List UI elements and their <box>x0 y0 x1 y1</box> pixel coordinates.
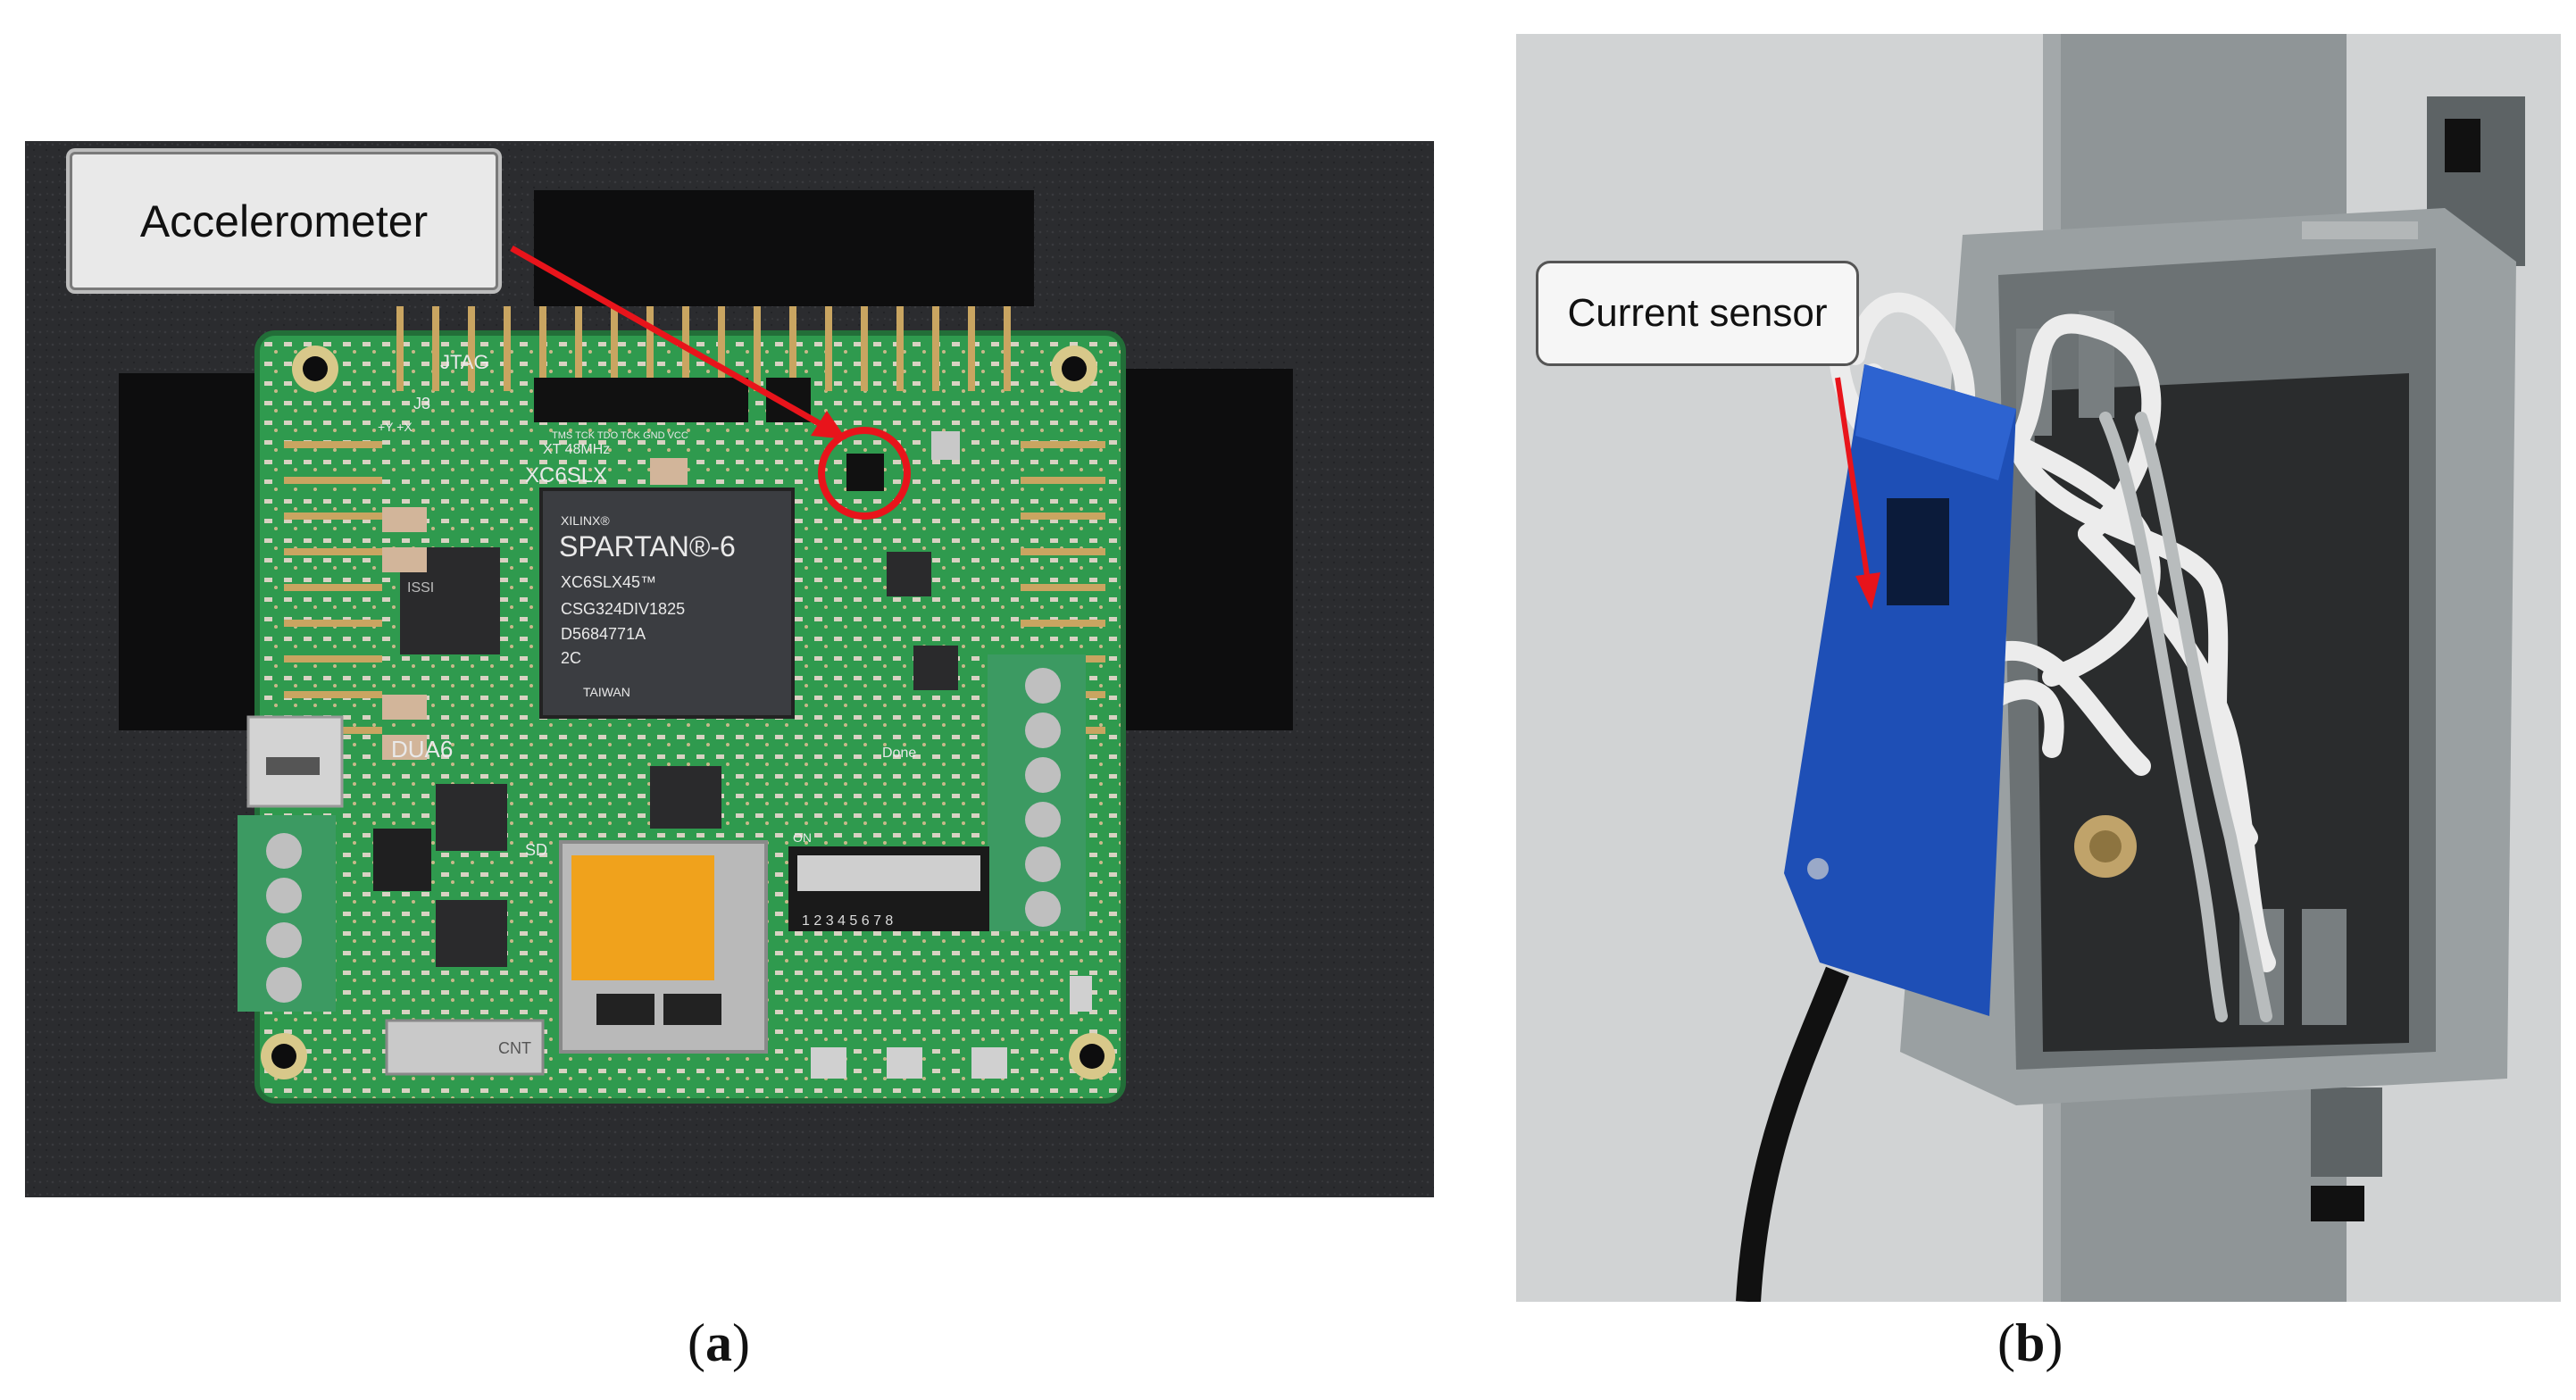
photo-panel-a: XILINX® SPARTAN®-6 XC6SLX45™ CSG324DIV18… <box>25 141 1434 1197</box>
chip-name: SPARTAN®-6 <box>559 530 736 562</box>
chip-line-4: 2C <box>561 649 581 667</box>
current-sensor-callout: Current sensor <box>1536 261 1859 366</box>
accelerometer-arrow <box>510 245 835 435</box>
caption-a-close: ) <box>731 1313 750 1372</box>
caption-a: (a) <box>688 1312 750 1374</box>
label-board: DUA6 <box>391 736 453 762</box>
label-pins: TMS TCK TDO TCK GND VCC <box>552 430 688 441</box>
accelerometer-arrowhead <box>811 411 846 439</box>
label-j3: J3 <box>413 395 430 412</box>
accelerometer-highlight-circle <box>818 427 911 520</box>
current-sensor-clamp <box>1784 364 2016 1016</box>
label-done: Done <box>882 746 916 761</box>
current-sensor-arrowhead <box>1855 572 1880 610</box>
caption-b-letter: b <box>2014 1313 2046 1372</box>
accelerometer-callout: Accelerometer <box>70 152 498 290</box>
label-on: ON <box>793 830 812 845</box>
caption-b-close: ) <box>2045 1313 2063 1372</box>
current-sensor-arrow <box>1835 377 1872 588</box>
chip-line-5: TAIWAN <box>583 685 630 699</box>
chip-brand: XILINX® <box>561 513 610 528</box>
label-xc6slx: XC6SLX <box>525 463 607 488</box>
label-dip-numbers: 1 2 3 4 5 6 7 8 <box>802 913 893 929</box>
label-sd: SD <box>525 841 547 859</box>
label-mem: ISSI <box>407 580 434 596</box>
caption-a-letter: a <box>704 1313 732 1372</box>
photo-panel-b <box>1516 34 2561 1302</box>
label-switch: CNT <box>498 1039 531 1057</box>
chip-line-2: CSG324DIV1825 <box>561 600 685 618</box>
current-sensor-illustration <box>1516 34 2561 1302</box>
chip-line-3: D5684771A <box>561 625 646 643</box>
caption-a-open: ( <box>688 1313 705 1372</box>
label-jtag: JTAG <box>440 351 489 373</box>
fpga-board-illustration: XILINX® SPARTAN®-6 XC6SLX45™ CSG324DIV18… <box>25 141 1434 1197</box>
caption-b-open: ( <box>1997 1313 2015 1372</box>
chip-line-1: XC6SLX45™ <box>561 573 656 591</box>
caption-b: (b) <box>1997 1312 2063 1374</box>
label-axes: +Y +X <box>378 420 413 434</box>
label-osc: XT 48MHz <box>543 442 610 457</box>
